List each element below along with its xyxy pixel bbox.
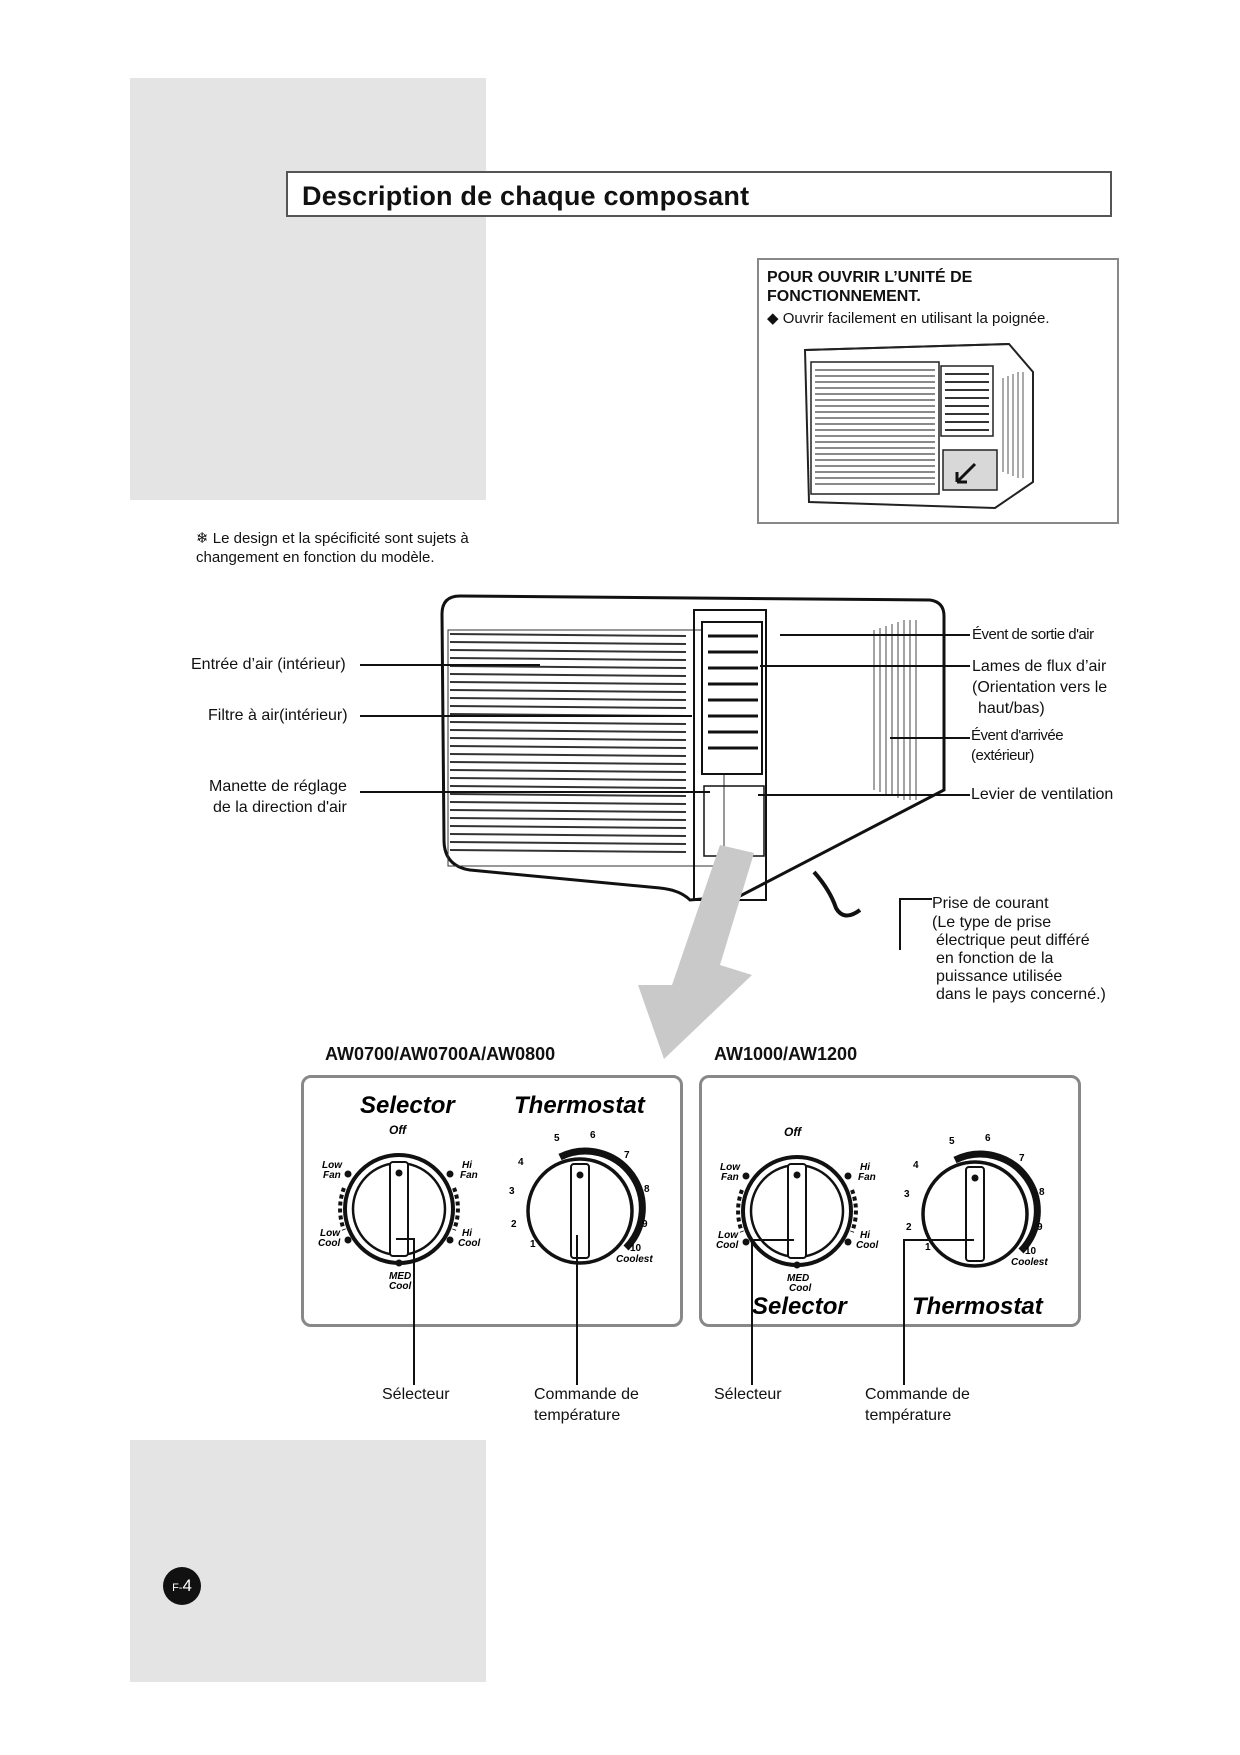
hi-fan-label-left-2: Fan [460, 1170, 478, 1181]
page-title-box: Description de chaque composant [286, 171, 1112, 217]
med-label-right: MED [787, 1273, 809, 1284]
thermo-3-left: 3 [509, 1186, 515, 1197]
thermo-9-left: 9 [642, 1219, 648, 1230]
label-plug-3: électrique peut différé [936, 932, 1090, 949]
low-cool-label-left-1: Low [320, 1228, 341, 1239]
label-air-intake: Entrée d’air (intérieur) [191, 656, 346, 673]
thermo-10-left: 10 [630, 1243, 642, 1254]
label-louvers-2: (Orientation vers le [972, 679, 1108, 696]
label-direction-lever-1: Manette de réglage [209, 778, 347, 795]
hi-fan-label-left-1: Hi [462, 1160, 472, 1171]
label-outlet: Évent de sortie d'air [972, 626, 1094, 643]
label-air-filter: Filtre à air(intérieur) [208, 707, 348, 724]
thermo-8-right: 8 [1039, 1187, 1045, 1198]
open-unit-box: POUR OUVRIR L’UNITÉ DE FONCTIONNEMENT. ◆… [757, 258, 1119, 524]
thermo-7-left: 7 [624, 1150, 630, 1161]
caption-selector-right: Sélecteur [714, 1386, 782, 1403]
thermo-1-left: 1 [530, 1239, 536, 1250]
label-vent-lever: Levier de ventilation [971, 786, 1114, 803]
thermo-6-left: 6 [590, 1130, 596, 1141]
page-prefix: F- [172, 1582, 183, 1594]
thermostat-title-right: Thermostat [912, 1293, 1044, 1320]
page-number: 4 [182, 1576, 192, 1595]
thermo-9-right: 9 [1037, 1222, 1043, 1233]
low-fan-label-left-1: Low [322, 1160, 343, 1171]
label-plug-4: en fonction de la [936, 950, 1054, 967]
caption-temp-left-2: température [534, 1407, 621, 1424]
hi-cool-label-left-2: Cool [458, 1238, 480, 1249]
label-inlet-2: (extérieur) [971, 747, 1034, 764]
open-unit-title: POUR OUVRIR L’UNITÉ DE FONCTIONNEMENT. [767, 269, 973, 305]
label-plug-6: dans le pays concerné.) [936, 986, 1106, 1003]
hi-fan-label-right-1: Hi [860, 1162, 870, 1173]
caption-temp-right-1: Commande de [865, 1386, 970, 1403]
label-louvers-1: Lames de flux d’air [972, 658, 1107, 675]
hi-cool-label-right-2: Cool [856, 1240, 878, 1251]
thermo-1-right: 1 [925, 1242, 931, 1253]
low-fan-label-right-2: Fan [721, 1172, 739, 1183]
low-cool-label-left-2: Cool [318, 1238, 340, 1249]
low-cool-label-right-2: Cool [716, 1240, 738, 1251]
label-plug-1: Prise de courant [932, 895, 1049, 912]
down-arrow-icon [638, 845, 754, 1059]
thermo-10-right: 10 [1025, 1246, 1037, 1257]
thermo-4-left: 4 [518, 1157, 524, 1168]
hi-cool-label-right-1: Hi [860, 1230, 870, 1241]
label-plug-2: (Le type de prise [932, 914, 1052, 931]
hi-cool-label-left-1: Hi [462, 1228, 472, 1239]
thermo-2-right: 2 [906, 1222, 912, 1233]
thermo-4-right: 4 [913, 1160, 919, 1171]
med-label-left: MED [389, 1271, 411, 1282]
label-louvers-3: haut/bas) [978, 700, 1045, 717]
hi-fan-label-right-2: Fan [858, 1172, 876, 1183]
bullet-icon: ◆ [767, 310, 779, 327]
low-fan-label-right-1: Low [720, 1162, 741, 1173]
thermo-8-left: 8 [644, 1184, 650, 1195]
med-cool-label-right: Cool [789, 1283, 811, 1294]
control-panel-right: Off Low Fan Hi Fan Low Cool Hi Cool MED … [699, 1075, 1081, 1327]
side-band-bottom [130, 1440, 486, 1682]
caption-temp-right-2: température [865, 1407, 952, 1424]
coolest-label-right: Coolest [1011, 1257, 1048, 1268]
model-heading-left: AW0700/AW0700A/AW0800 [325, 1044, 556, 1064]
selector-title-left: Selector [360, 1092, 456, 1119]
side-band-top [130, 78, 486, 500]
med-cool-label-left: Cool [389, 1281, 411, 1292]
model-heading-right: AW1000/AW1200 [714, 1044, 858, 1064]
thermostat-title-left: Thermostat [514, 1092, 646, 1119]
main-unit-illustration [440, 594, 946, 918]
selector-knob-left [338, 1153, 460, 1267]
selector-knob-right [736, 1155, 858, 1269]
thermo-3-right: 3 [904, 1189, 910, 1200]
control-panel-left: Selector Thermostat Off Low Fan Hi Fan L… [301, 1075, 683, 1327]
caption-temp-left-1: Commande de [534, 1386, 639, 1403]
off-label-left: Off [389, 1123, 407, 1137]
low-cool-label-right-1: Low [718, 1230, 739, 1241]
off-label-right: Off [784, 1125, 802, 1139]
page-title: Description de chaque composant [302, 181, 750, 211]
open-unit-instruction: ◆ Ouvrir facilement en utilisant la poig… [767, 309, 1050, 327]
thermo-2-left: 2 [511, 1219, 517, 1230]
snowflake-icon: ❄ [196, 530, 209, 547]
control-panel-left-graphics: Selector Thermostat Off Low Fan Hi Fan L… [318, 1092, 653, 1292]
thermostat-knob-left [526, 1147, 646, 1265]
coolest-label-left: Coolest [616, 1254, 653, 1265]
caption-selector-left: Sélecteur [382, 1386, 450, 1403]
design-note: ❄ Le design et la spécificité sont sujet… [196, 529, 526, 567]
thermo-5-right: 5 [949, 1136, 955, 1147]
small-unit-illustration [803, 342, 1034, 510]
open-unit-text: Ouvrir facilement en utilisant la poigné… [782, 310, 1050, 327]
low-fan-label-left-2: Fan [323, 1170, 341, 1181]
thermo-7-right: 7 [1019, 1153, 1025, 1164]
label-plug-5: puissance utilisée [936, 968, 1063, 985]
label-direction-lever-2: de la direction d'air [213, 799, 347, 816]
design-note-text: Le design et la spécificité sont sujets … [196, 530, 469, 566]
page-number-badge: F-4 [163, 1567, 201, 1605]
label-inlet-1: Évent d'arrivée [971, 727, 1064, 744]
selector-title-right: Selector [752, 1293, 848, 1320]
thermo-5-left: 5 [554, 1133, 560, 1144]
thermo-6-right: 6 [985, 1133, 991, 1144]
